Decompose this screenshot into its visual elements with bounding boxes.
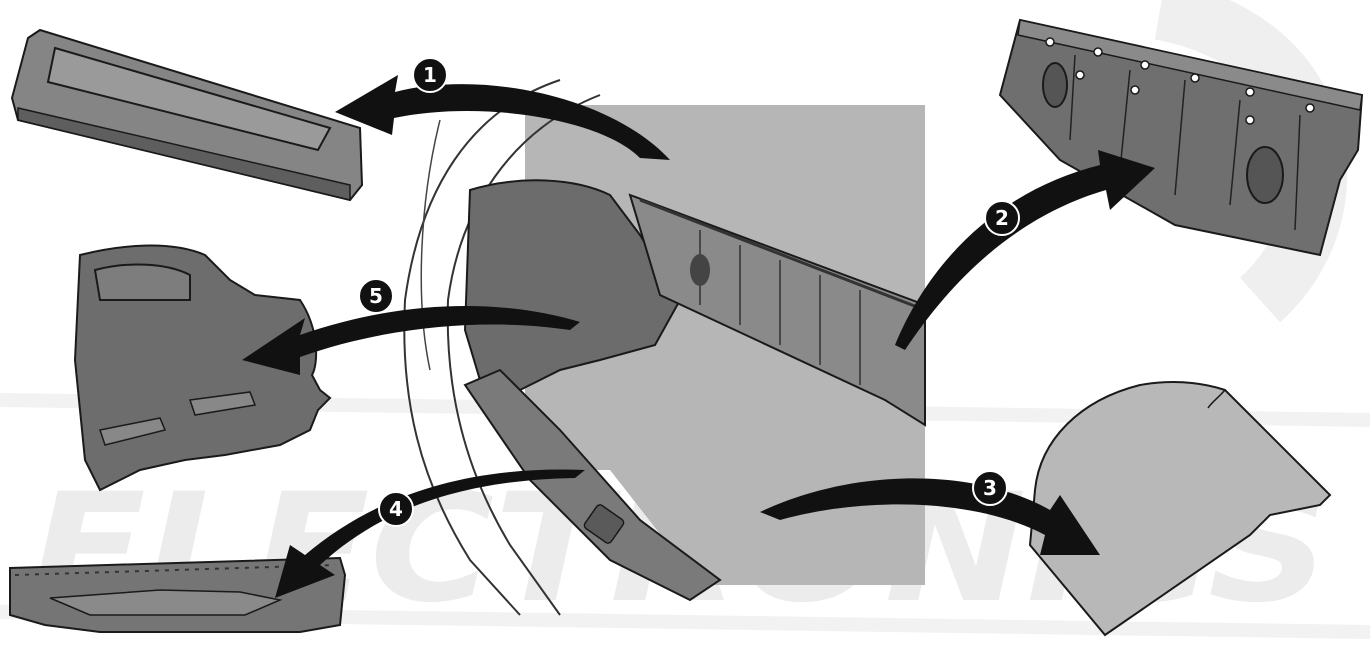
- part-rear-seat-back-panel: [1000, 20, 1362, 255]
- callout-1-number: 1: [423, 63, 437, 87]
- callout-3: 3: [973, 471, 1007, 505]
- callout-2: 2: [985, 201, 1019, 235]
- car-pillar-outline: [421, 120, 440, 370]
- callout-5: 5: [359, 279, 393, 313]
- callout-3-number: 3: [983, 476, 997, 500]
- callout-4-number: 4: [389, 497, 403, 521]
- callout-2-number: 2: [995, 206, 1009, 230]
- callout-1: 1: [413, 58, 447, 92]
- seat-back-panel-hole-left: [1043, 63, 1067, 107]
- arrow-2: [895, 150, 1155, 350]
- callout-4: 4: [379, 492, 413, 526]
- seat-back-hole: [690, 254, 710, 286]
- side-trim-opening: [95, 265, 190, 300]
- part-parcel-shelf: [12, 30, 362, 200]
- seat-back-panel-hole-right: [1247, 147, 1283, 203]
- callout-5-number: 5: [369, 284, 383, 308]
